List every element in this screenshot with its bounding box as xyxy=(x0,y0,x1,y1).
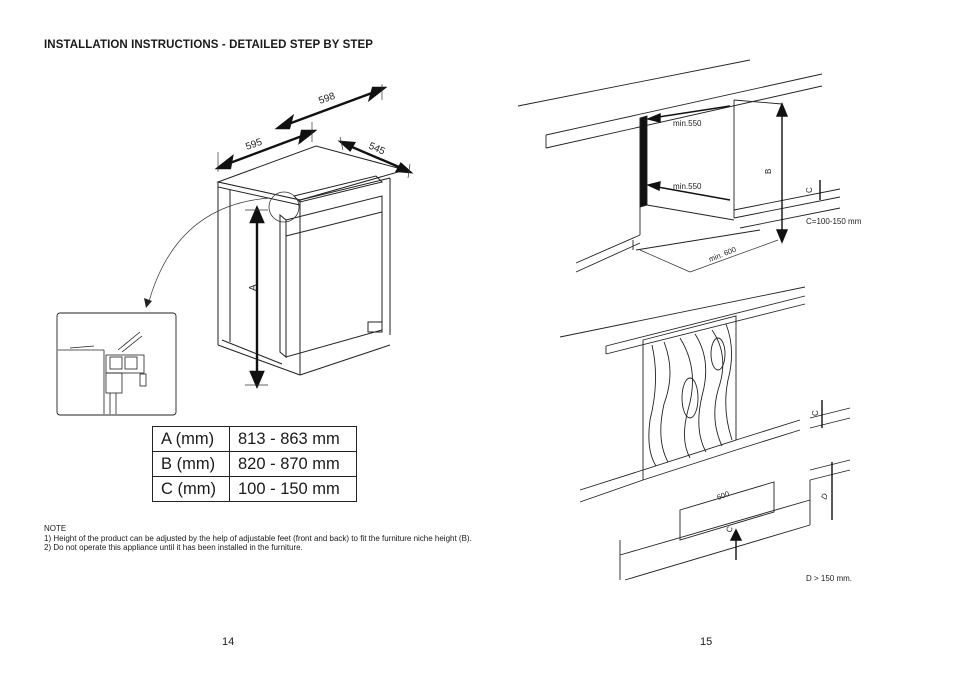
label-c-bottom: C xyxy=(724,525,735,534)
label-d: D xyxy=(819,492,830,501)
label-c-top: C xyxy=(805,187,814,193)
page-number-left: 14 xyxy=(222,636,235,648)
c-range-note: C=100-150 mm xyxy=(806,217,862,226)
table-cell-label: C (mm) xyxy=(152,476,230,502)
min550-mid-label: min.550 xyxy=(673,182,702,191)
min600-label: min. 600 xyxy=(707,245,737,264)
page-number-right: 15 xyxy=(700,636,713,648)
label-b: B xyxy=(764,169,773,174)
note-line-1: 1) Height of the product can be adjusted… xyxy=(44,533,472,543)
table-cell-label: B (mm) xyxy=(152,451,230,477)
table-cell-value: 813 - 863 mm xyxy=(229,426,357,452)
detail-circle xyxy=(268,191,300,223)
table-cell-value: 820 - 870 mm xyxy=(229,451,357,477)
table-cell-value: 100 - 150 mm xyxy=(229,476,357,502)
table-row: A (mm) 813 - 863 mm xyxy=(152,426,357,452)
table-row: C (mm) 100 - 150 mm xyxy=(152,476,357,502)
appliance-dimension-diagram: 598 595 545 A xyxy=(56,84,414,416)
dim-598-label: 598 xyxy=(317,91,337,107)
table-cell-label: A (mm) xyxy=(152,426,230,452)
page-title: INSTALLATION INSTRUCTIONS - DETAILED STE… xyxy=(44,39,374,51)
note-line-2: 2) Do not operate this appliance until i… xyxy=(44,543,303,553)
label-c-mid: C xyxy=(811,410,820,416)
label-600: 600 xyxy=(716,489,731,502)
note-block: NOTE 1) Height of the product can be adj… xyxy=(44,524,484,553)
hinge-detail-inset xyxy=(56,312,177,416)
note-heading: NOTE xyxy=(44,524,67,533)
dim-a-label: A xyxy=(248,284,259,291)
table-row: B (mm) 820 - 870 mm xyxy=(152,451,357,477)
dimension-table: A (mm) 813 - 863 mm B (mm) 820 - 870 mm … xyxy=(152,426,357,502)
d-note: D > 150 mm. xyxy=(806,574,852,583)
min550-top-label: min.550 xyxy=(673,119,702,128)
